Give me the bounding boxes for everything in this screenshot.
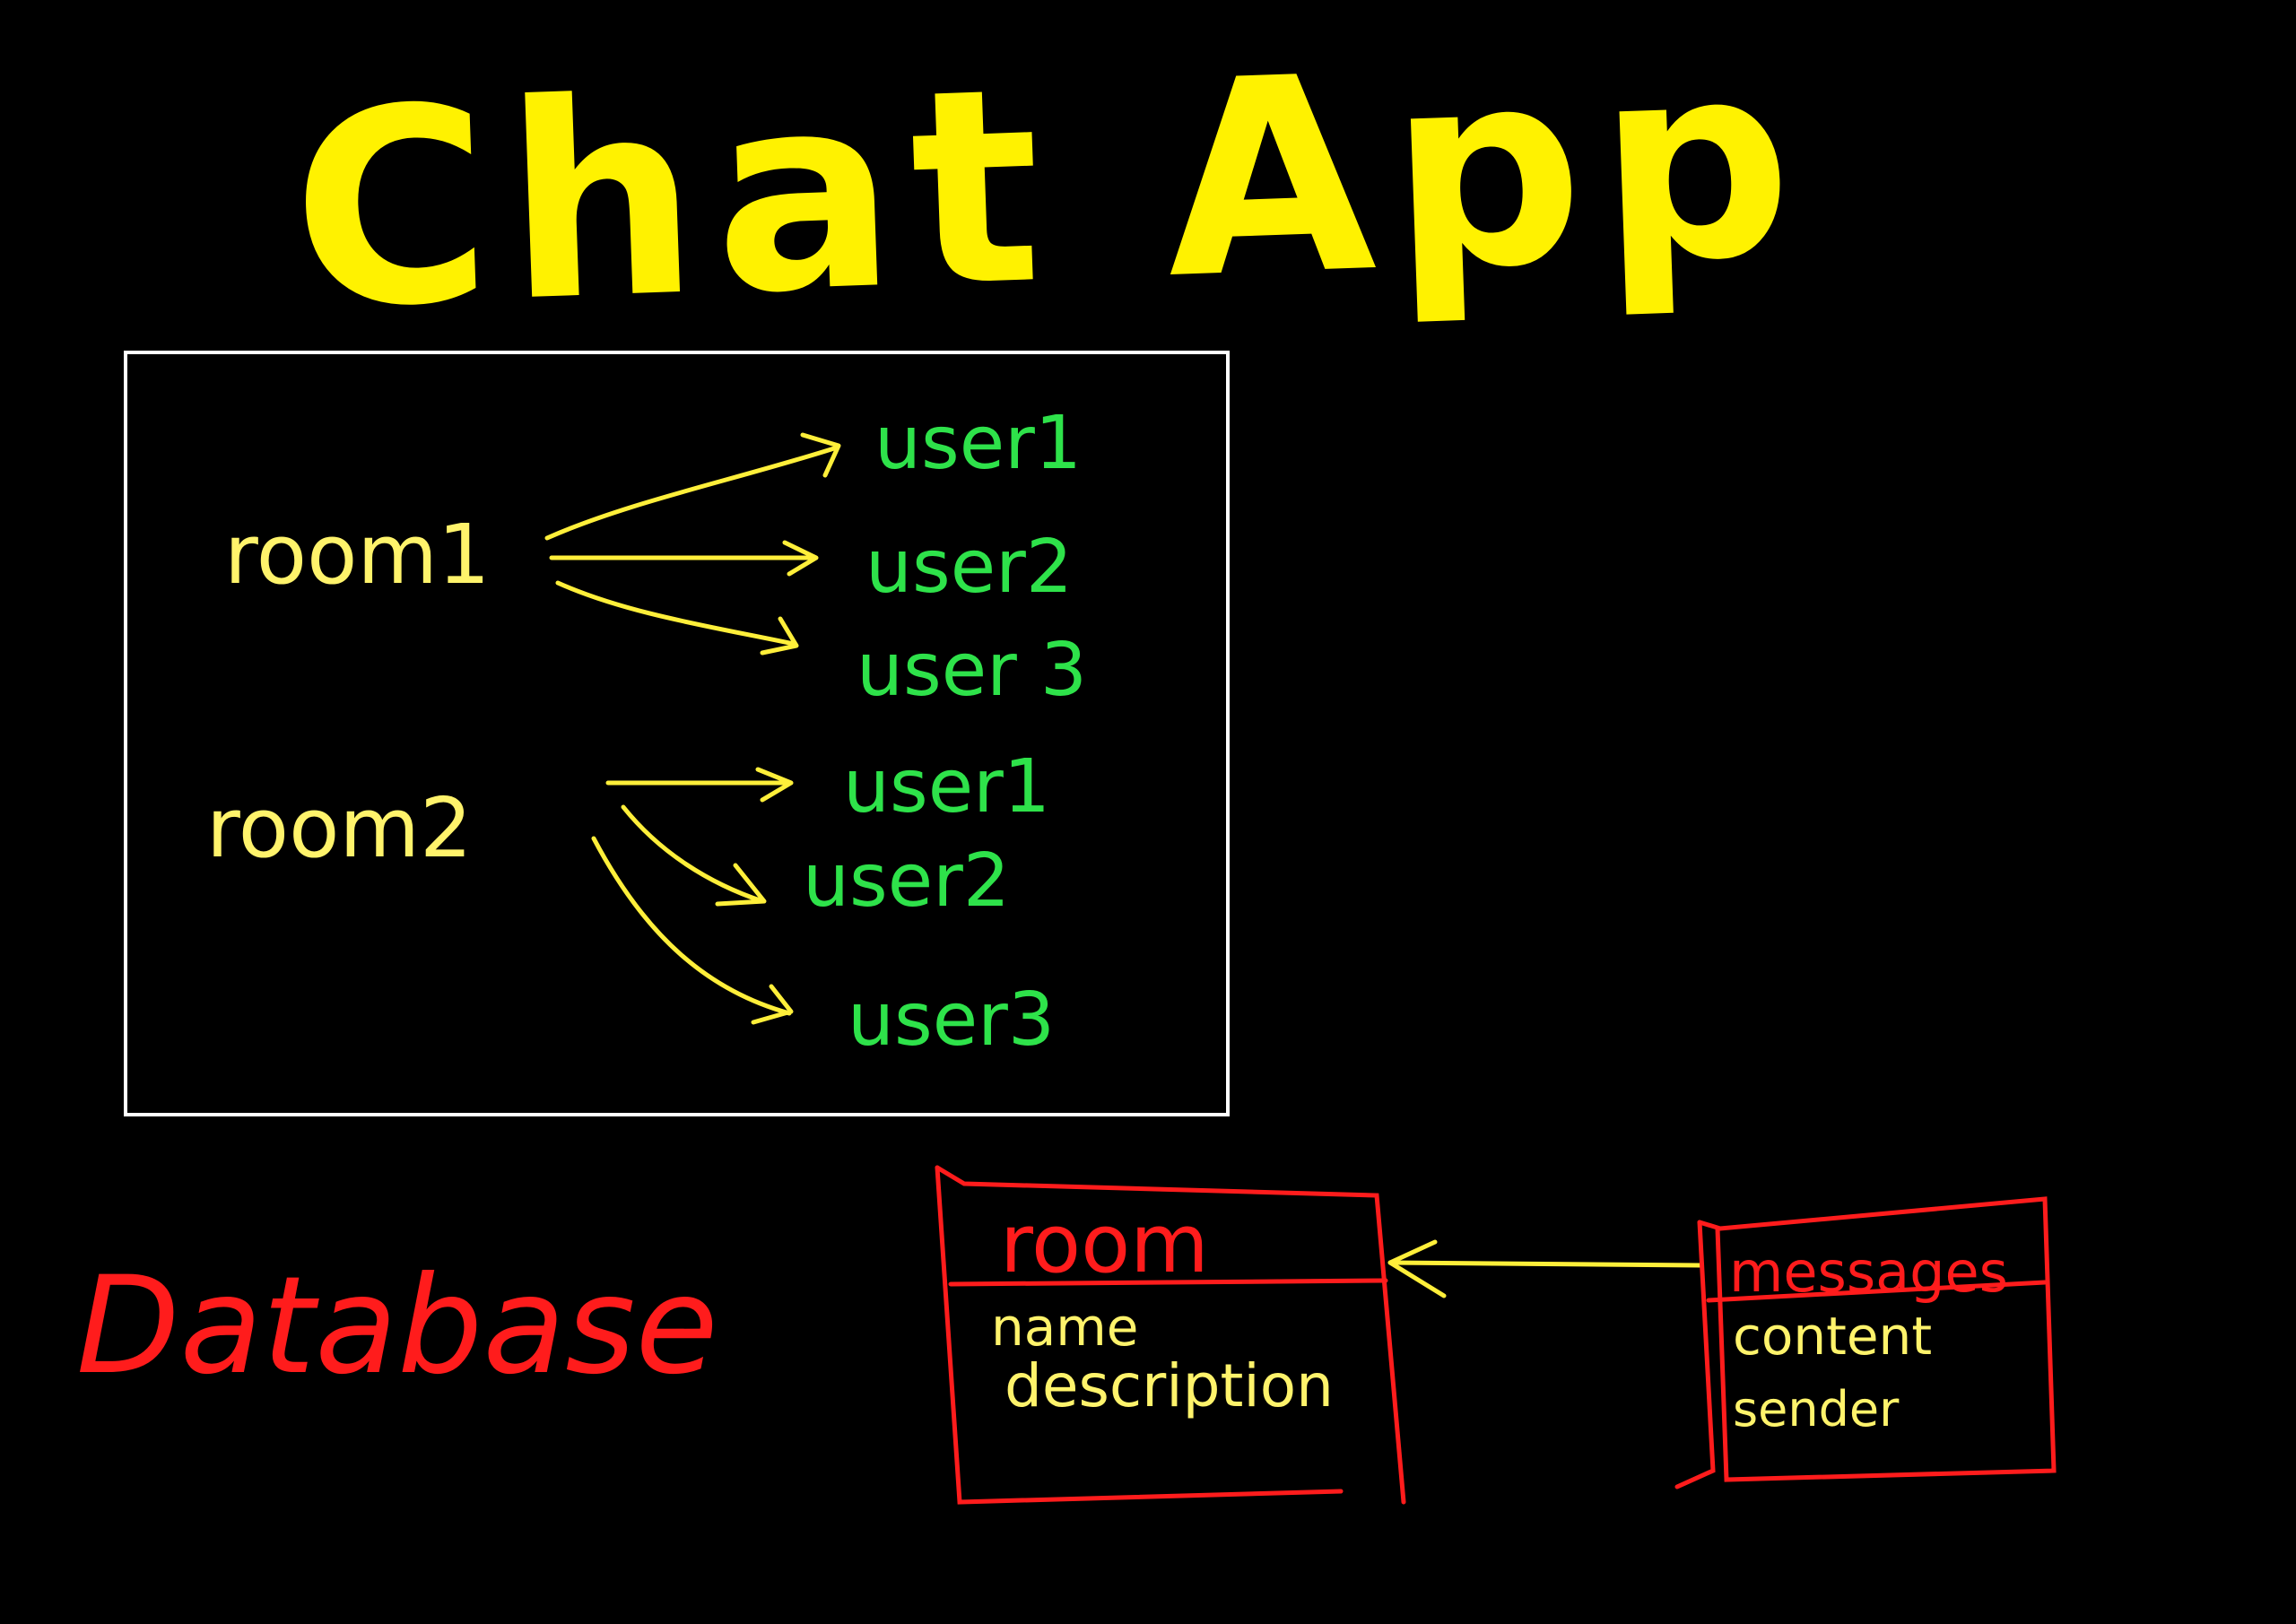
messages-table (1674, 1196, 2057, 1489)
arrowhead (755, 767, 794, 803)
arrowhead (782, 540, 819, 577)
table-divider (948, 1278, 1388, 1287)
arrowhead (800, 432, 841, 478)
table-border (1674, 1220, 1716, 1489)
arrowhead (715, 863, 767, 907)
relationship-arrow (1387, 1239, 1702, 1298)
arrowhead (751, 984, 794, 1025)
user-label: user2 (865, 525, 1073, 610)
page-title: Chat App (287, 3, 1813, 369)
room-label: room2 (206, 780, 473, 876)
user-label: user2 (803, 838, 1010, 924)
room1-arrows (544, 432, 841, 656)
room2-arrows (591, 767, 794, 1025)
arrow (621, 804, 765, 904)
table-field: content (1733, 1306, 1932, 1367)
table-field: sender (1733, 1381, 1900, 1437)
arrow (1387, 1260, 1702, 1268)
table-field: description (1004, 1351, 1334, 1420)
arrow (591, 836, 792, 1016)
user-label: user3 (848, 977, 1055, 1063)
user-label: user1 (843, 744, 1050, 829)
table-name: messages (1729, 1239, 2008, 1305)
arrow (544, 446, 837, 541)
arrowhead (1387, 1239, 1447, 1298)
rooms-panel-frame (124, 351, 1230, 1116)
table-border (935, 1165, 1406, 1505)
table-divider (1706, 1280, 2048, 1303)
arrowhead (760, 616, 799, 656)
database-label: Database (76, 1248, 718, 1404)
room-label: room1 (224, 507, 491, 603)
user-label: user1 (874, 401, 1082, 486)
room-table (935, 1165, 1406, 1505)
table-border (935, 1165, 1344, 1505)
user-label: user 3 (857, 628, 1087, 713)
arrow (555, 580, 796, 647)
table-border (1697, 1196, 2057, 1482)
table-name: room (1000, 1197, 1209, 1291)
table-field: name (991, 1297, 1138, 1358)
